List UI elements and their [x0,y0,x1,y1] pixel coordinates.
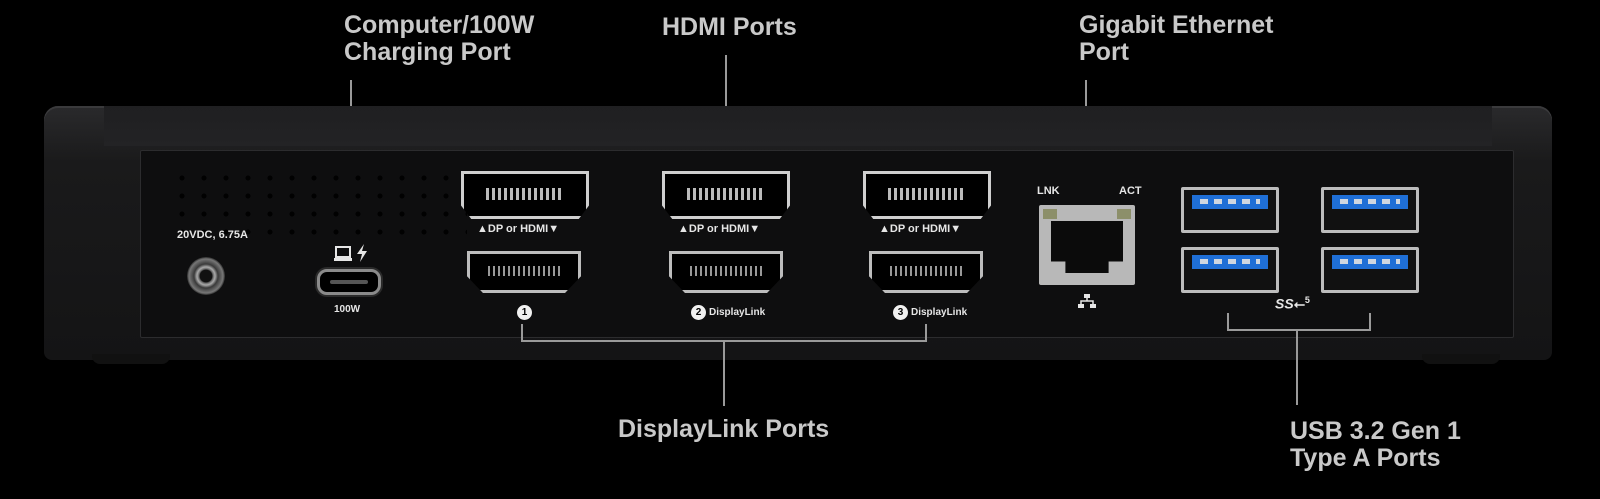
usba-port-4[interactable] [1321,247,1419,293]
callout-usb: USB 3.2 Gen 1 Type A Ports [1290,418,1461,472]
laptop-icon [333,245,353,268]
dp-port-3[interactable] [863,171,991,219]
hdmi-port-3[interactable] [869,251,983,293]
usba-port-1[interactable] [1181,187,1279,233]
callout-ethernet-line2: Port [1079,38,1129,66]
act-label: ACT [1119,185,1142,197]
usbc-power-label: 100W [334,304,361,315]
dp-or-hdmi-label-3: ▲DP or HDMI▼ [879,223,962,235]
vent-grille [171,169,467,241]
network-icon [1077,293,1097,314]
usba-port-3[interactable] [1181,247,1279,293]
dc-spec-label: 20VDC, 6.75A [177,229,248,241]
hdmi-port-2[interactable] [669,251,783,293]
port-number-2: 2 [691,305,706,320]
usba-tongue [1192,255,1268,269]
callout-computer-charging-line1: Computer/100W [344,11,535,39]
leader-usb [1296,329,1298,405]
ethernet-socket [1051,221,1123,273]
lightning-icon [355,243,369,268]
callout-ethernet-line1: Gigabit Ethernet [1079,11,1274,39]
port-number-1: 1 [517,305,532,320]
dc-power-jack[interactable] [187,257,225,295]
leader-hdmi [725,55,727,143]
usba-port-2[interactable] [1321,187,1419,233]
lnk-led [1043,209,1057,219]
displaylink-label-2: DisplayLink [709,307,766,318]
dp-or-hdmi-label-1: ▲DP or HDMI▼ [477,223,560,235]
displaylink-label-3: DisplayLink [911,307,968,318]
dock-foot-right [1422,354,1500,364]
dock-foot-left [92,354,170,364]
callout-usb-line2: Type A Ports [1290,444,1441,472]
usbc-charging-port[interactable] [317,269,381,295]
callout-hdmi: HDMI Ports [662,13,797,41]
port-number-3: 3 [893,305,908,320]
usba-tongue [1332,255,1408,269]
ethernet-port[interactable] [1039,205,1135,285]
lnk-label: LNK [1037,185,1060,197]
rear-port-panel: 20VDC, 6.75A 100W ▲DP or HDMI▼ ▲DP or HD… [140,150,1514,338]
callout-computer-charging: Computer/100W Charging Port [344,12,534,66]
usb-ss-label: SS [1275,295,1294,312]
callout-ethernet: Gigabit Ethernet Port [1079,12,1273,66]
docking-station: 20VDC, 6.75A 100W ▲DP or HDMI▼ ▲DP or HD… [44,106,1552,364]
callout-computer-charging-line2: Charging Port [344,38,511,66]
act-led [1117,209,1131,219]
usba-tongue [1192,195,1268,209]
usb-ss-icon: SS⭠5 [1275,295,1310,312]
callout-usb-line1: USB 3.2 Gen 1 [1290,417,1461,445]
dock-top-band [104,106,1492,146]
leader-displaylink [723,340,725,406]
hdmi-port-1[interactable] [467,251,581,293]
bracket-usb [1227,313,1371,331]
usba-tongue [1332,195,1408,209]
dp-port-2[interactable] [662,171,790,219]
dp-port-1[interactable] [461,171,589,219]
callout-displaylink: DisplayLink Ports [618,415,830,443]
usb-gen-label: 5 [1304,295,1310,305]
dp-or-hdmi-label-2: ▲DP or HDMI▼ [678,223,761,235]
